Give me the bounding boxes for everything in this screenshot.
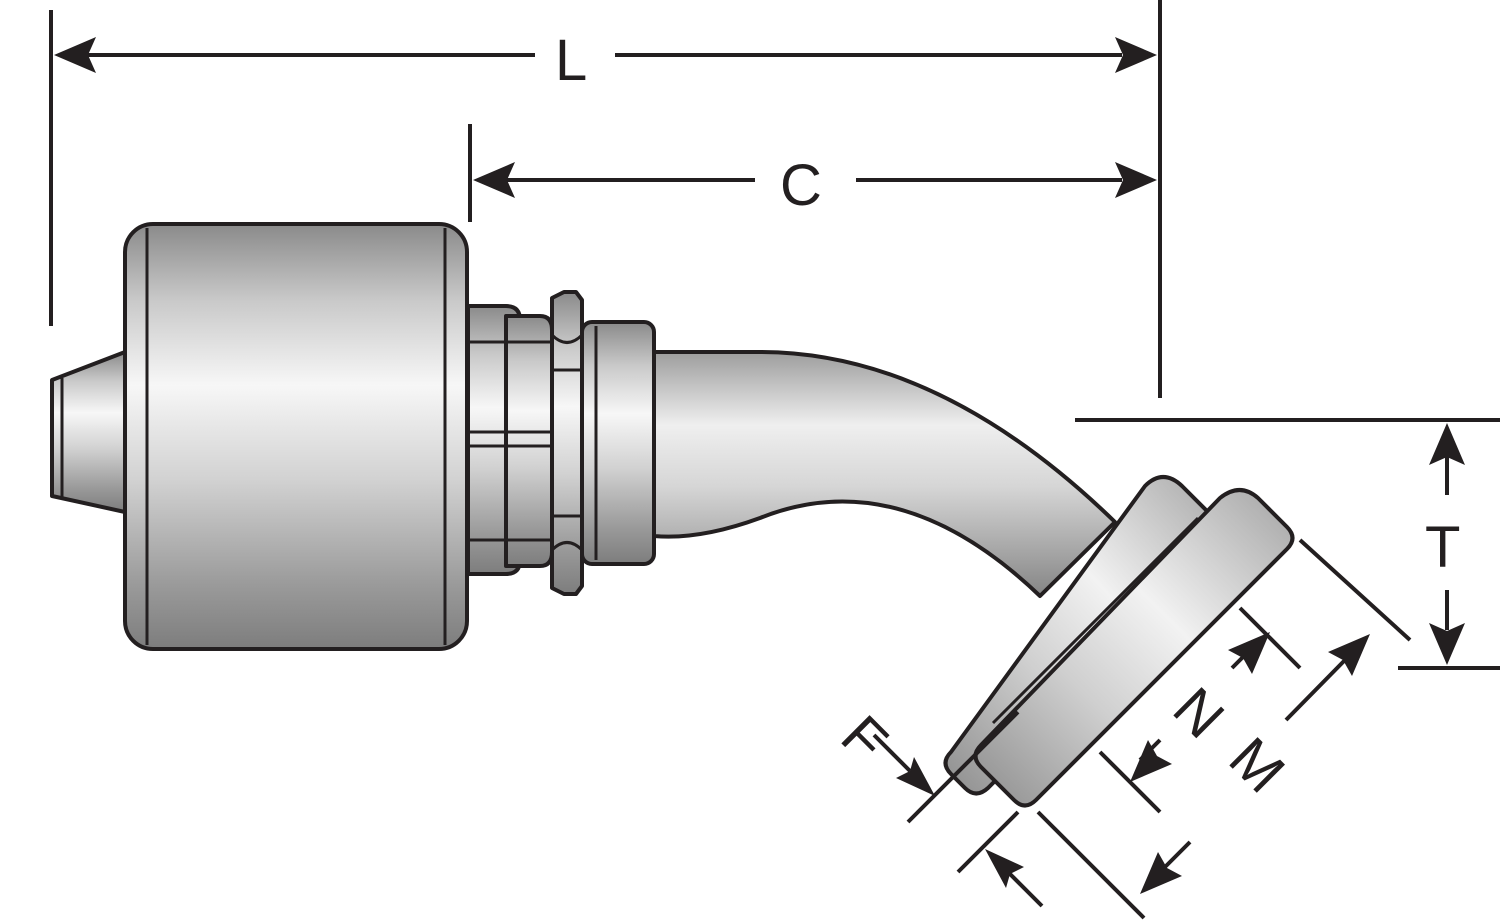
dimension-C-label: C	[780, 153, 822, 218]
dimension-T: T	[1075, 418, 1500, 670]
dimension-L-label: L	[555, 28, 587, 93]
ferrule-shell	[123, 222, 469, 651]
dimension-M-label: M	[1217, 725, 1297, 805]
dimension-T-label: T	[1425, 515, 1460, 580]
dimension-N-label: N	[1161, 675, 1237, 751]
socket-body	[580, 320, 656, 566]
hex-nut	[550, 290, 584, 596]
dimension-F-label: F	[829, 703, 900, 774]
dimension-C: C	[468, 124, 1157, 222]
flange-face	[973, 488, 1295, 808]
bent-tube	[652, 350, 1117, 598]
dimension-L: L	[49, 0, 1162, 398]
fitting-body	[50, 222, 1295, 808]
